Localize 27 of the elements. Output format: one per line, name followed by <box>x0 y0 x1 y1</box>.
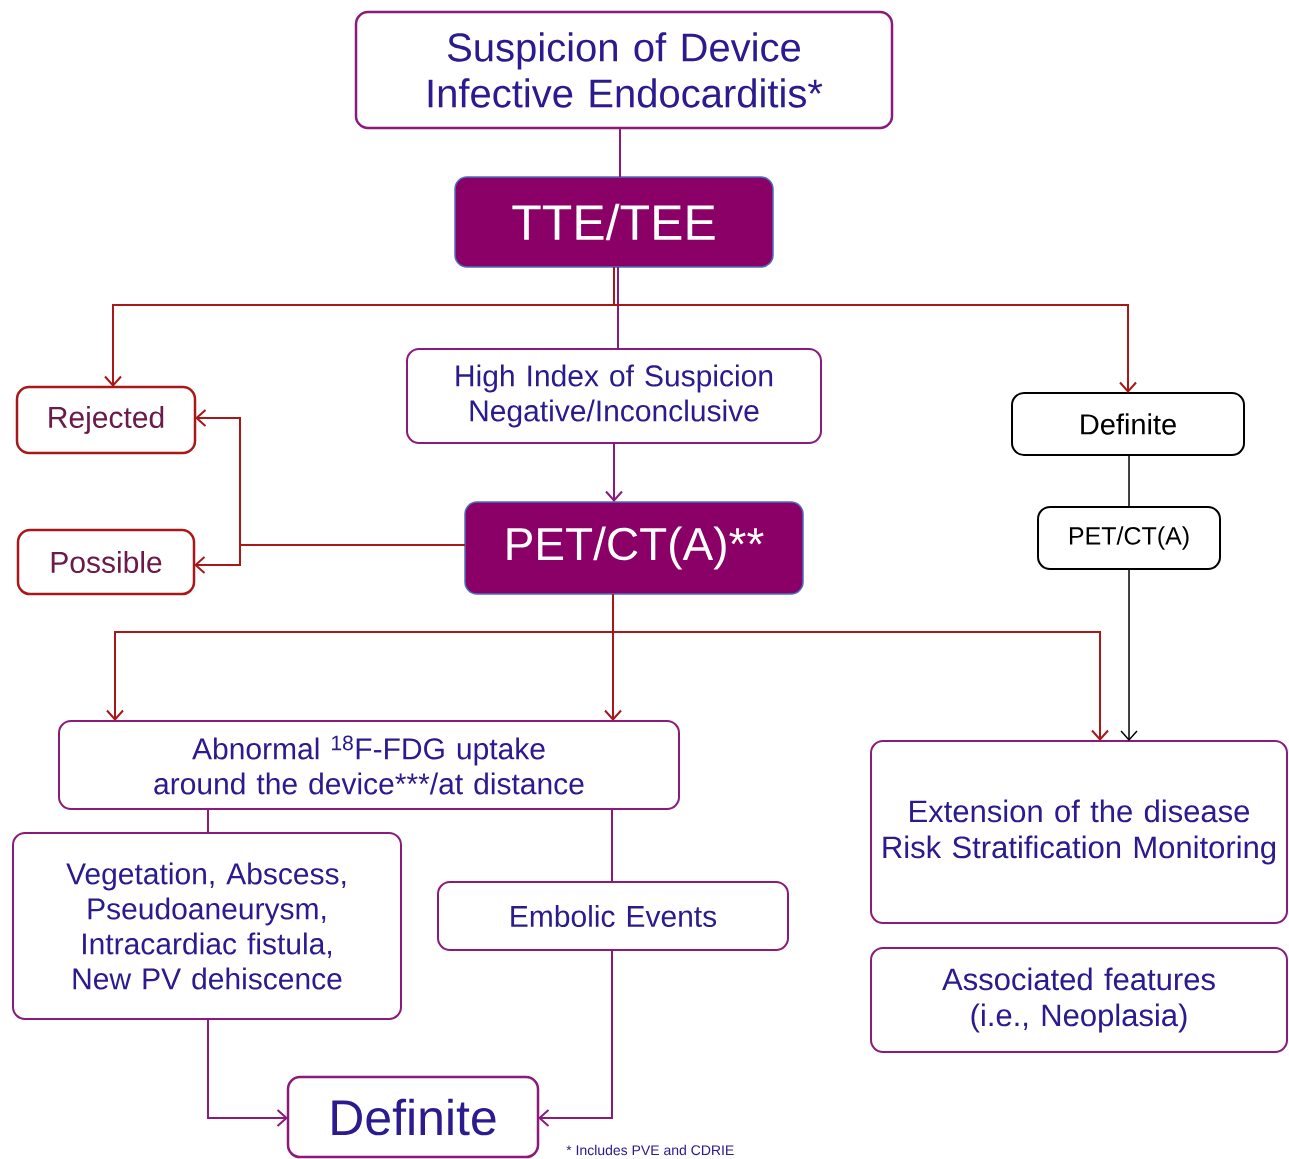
result-box: Definite <box>1011 392 1245 456</box>
connector-line <box>617 266 619 350</box>
result-box: PET/CT(A) <box>1037 506 1221 570</box>
connector-line <box>1128 454 1130 508</box>
arrow <box>1120 568 1138 741</box>
footnote: * Includes PVE and CDRIE <box>566 1144 734 1156</box>
result-box: Associated features (i.e., Neoplasia) <box>870 947 1288 1053</box>
arrow <box>605 442 623 502</box>
test-box: PET/CT(A)** <box>464 501 804 595</box>
result-box: Possible <box>16 528 196 596</box>
result-box: Definite <box>286 1075 540 1159</box>
arrow <box>613 266 1137 393</box>
result-box: Embolic Events <box>437 881 789 951</box>
arrow <box>194 544 466 574</box>
result-box: High Index of Suspicion Negative/Inconclusive <box>406 348 822 444</box>
result-box: Rejected <box>15 385 197 455</box>
start-box: Suspicion of Device Infective Endocarditis* <box>354 10 894 130</box>
arrow <box>207 1018 288 1127</box>
result-box: Extension of the disease Risk Stratification Monitoring <box>870 740 1288 924</box>
result-box: Abnormal $^{18}$F-FDG uptake around the device***/at distance <box>58 720 680 810</box>
connector-line <box>611 808 613 883</box>
result-box: Vegetation, Abscess, Pseudoaneurysm, Intracardiac fistula, New PV dehiscence <box>12 832 402 1020</box>
test-box: TTE/TEE <box>454 176 774 268</box>
arrow <box>538 949 613 1127</box>
connector-line <box>619 127 621 178</box>
arrow <box>612 593 1109 741</box>
connector-line <box>207 808 209 834</box>
